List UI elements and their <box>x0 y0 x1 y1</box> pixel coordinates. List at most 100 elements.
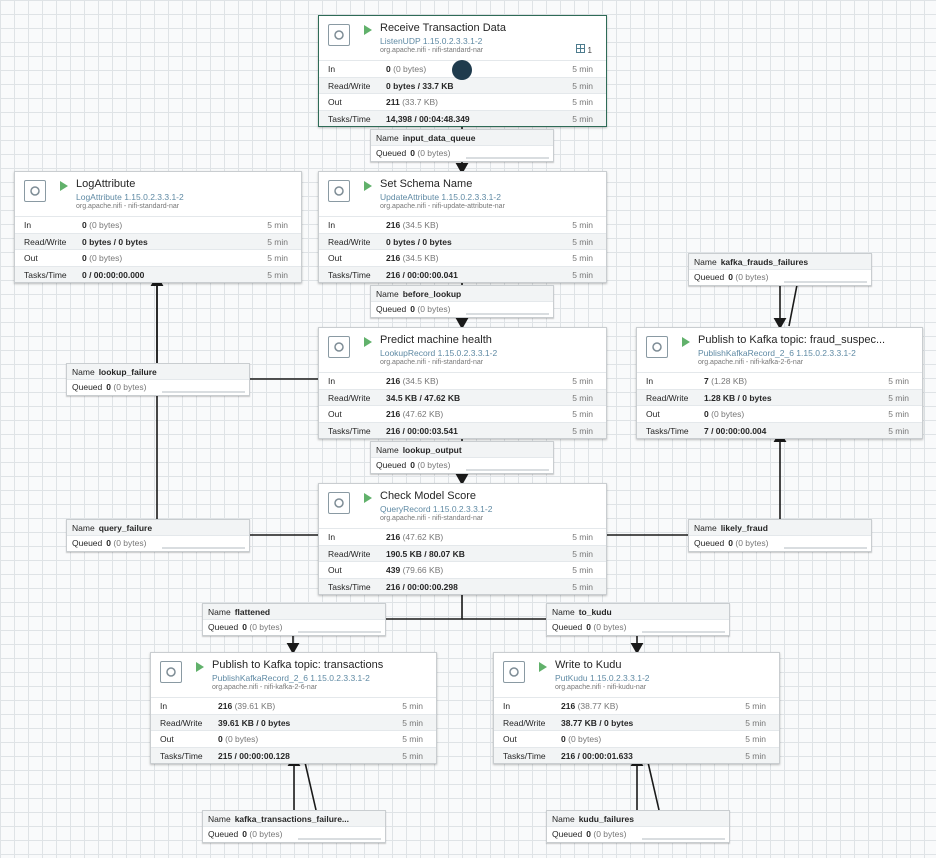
processor-name: Set Schema Name <box>380 178 473 190</box>
stat-window: 5 min <box>267 236 288 247</box>
stat-label: In <box>328 64 336 74</box>
stat-label: Out <box>24 253 38 263</box>
processor-name: Predict machine health <box>380 334 492 346</box>
processor-predict-machine-health[interactable]: Predict machine health LookupRecord 1.15… <box>318 327 607 439</box>
stat-window: 5 min <box>572 113 593 124</box>
stat-label: Out <box>328 97 342 107</box>
queue-bar <box>298 838 381 840</box>
processor-type: PublishKafkaRecord_2_6 1.15.0.2.3.3.1-2 <box>212 673 370 683</box>
stat-window: 5 min <box>572 392 593 403</box>
stat-window: 5 min <box>402 701 423 711</box>
stat-out: 211 (33.7 KB) <box>386 97 438 107</box>
processor-icon <box>328 492 350 514</box>
play-icon <box>539 662 547 672</box>
processor-publish-kafka-fraud[interactable]: Publish to Kafka topic: fraud_suspec... … <box>636 327 923 439</box>
stat-in: 0 (0 bytes) <box>386 64 427 74</box>
processor-icon <box>328 336 350 358</box>
stat-label: Out <box>328 565 342 575</box>
stat-tasks: 7 / 00:00:00.004 <box>704 425 767 436</box>
processor-name: Write to Kudu <box>555 659 622 671</box>
processor-name: Publish to Kafka topic: fraud_suspec... <box>698 334 886 346</box>
stat-in: 7 (1.28 KB) <box>704 376 748 386</box>
processor-bundle: org.apache.nifi - nifi-standard-nar <box>380 515 484 522</box>
stat-in: 216 (34.5 KB) <box>386 376 439 386</box>
stat-label: Out <box>503 734 517 744</box>
stat-tasks: 216 / 00:00:00.041 <box>386 269 458 280</box>
play-icon <box>364 25 372 35</box>
stat-window: 5 min <box>267 220 288 230</box>
processor-icon <box>328 180 350 202</box>
stat-label: In <box>503 701 511 711</box>
stat-window: 5 min <box>745 734 766 744</box>
stat-in: 216 (39.61 KB) <box>218 701 276 711</box>
stat-label: In <box>328 532 336 542</box>
processor-name: Publish to Kafka topic: transactions <box>212 659 384 671</box>
processor-write-to-kudu[interactable]: Write to Kudu PutKudu 1.15.0.2.3.3.1-2 o… <box>493 652 780 764</box>
processor-log-attribute[interactable]: LogAttribute LogAttribute 1.15.0.2.3.3.1… <box>14 171 302 283</box>
stat-label: Read/Write <box>328 392 371 403</box>
stat-out: 0 (0 bytes) <box>218 734 259 744</box>
stat-label: Out <box>646 409 660 419</box>
processor-name: Check Model Score <box>380 490 476 502</box>
stat-label: In <box>24 220 32 230</box>
stat-in: 216 (38.77 KB) <box>561 701 619 711</box>
processor-bundle: org.apache.nifi - nifi-standard-nar <box>380 359 484 366</box>
stat-label: Tasks/Time <box>328 425 371 436</box>
play-icon <box>364 493 372 503</box>
stat-window: 5 min <box>572 548 593 559</box>
stat-out: 439 (79.66 KB) <box>386 565 444 575</box>
stat-read-write: 39.61 KB / 0 bytes <box>218 717 291 728</box>
processor-name: LogAttribute <box>76 178 136 190</box>
processor-type: PutKudu 1.15.0.2.3.3.1-2 <box>555 673 650 683</box>
stat-tasks: 216 / 00:00:01.633 <box>561 750 633 761</box>
queue-bar <box>642 838 725 840</box>
processor-check-model-score[interactable]: Check Model Score QueryRecord 1.15.0.2.3… <box>318 483 607 595</box>
stat-label: Tasks/Time <box>24 269 67 280</box>
stat-window: 5 min <box>572 236 593 247</box>
processor-icon <box>503 661 525 683</box>
stat-window: 5 min <box>572 64 593 74</box>
processor-set-schema-name[interactable]: Set Schema Name UpdateAttribute 1.15.0.2… <box>318 171 607 283</box>
queue-bar <box>162 547 245 549</box>
stat-label: Tasks/Time <box>646 425 689 436</box>
line-query-failure <box>156 278 318 536</box>
stat-out: 0 (0 bytes) <box>704 409 745 419</box>
stat-label: Read/Write <box>328 548 371 559</box>
stat-window: 5 min <box>267 269 288 280</box>
stat-in: 216 (47.62 KB) <box>386 532 444 542</box>
stat-label: Tasks/Time <box>328 269 371 280</box>
processor-name: Receive Transaction Data <box>380 22 506 34</box>
stat-label: Out <box>160 734 174 744</box>
processor-bundle: org.apache.nifi - nifi-kafka-2-6-nar <box>212 684 318 691</box>
stat-label: Read/Write <box>160 717 203 728</box>
stat-tasks: 216 / 00:00:00.298 <box>386 581 458 592</box>
processor-publish-kafka-transactions[interactable]: Publish to Kafka topic: transactions Pub… <box>150 652 437 764</box>
processor-icon <box>24 180 46 202</box>
stat-window: 5 min <box>572 269 593 280</box>
stat-window: 5 min <box>402 734 423 744</box>
